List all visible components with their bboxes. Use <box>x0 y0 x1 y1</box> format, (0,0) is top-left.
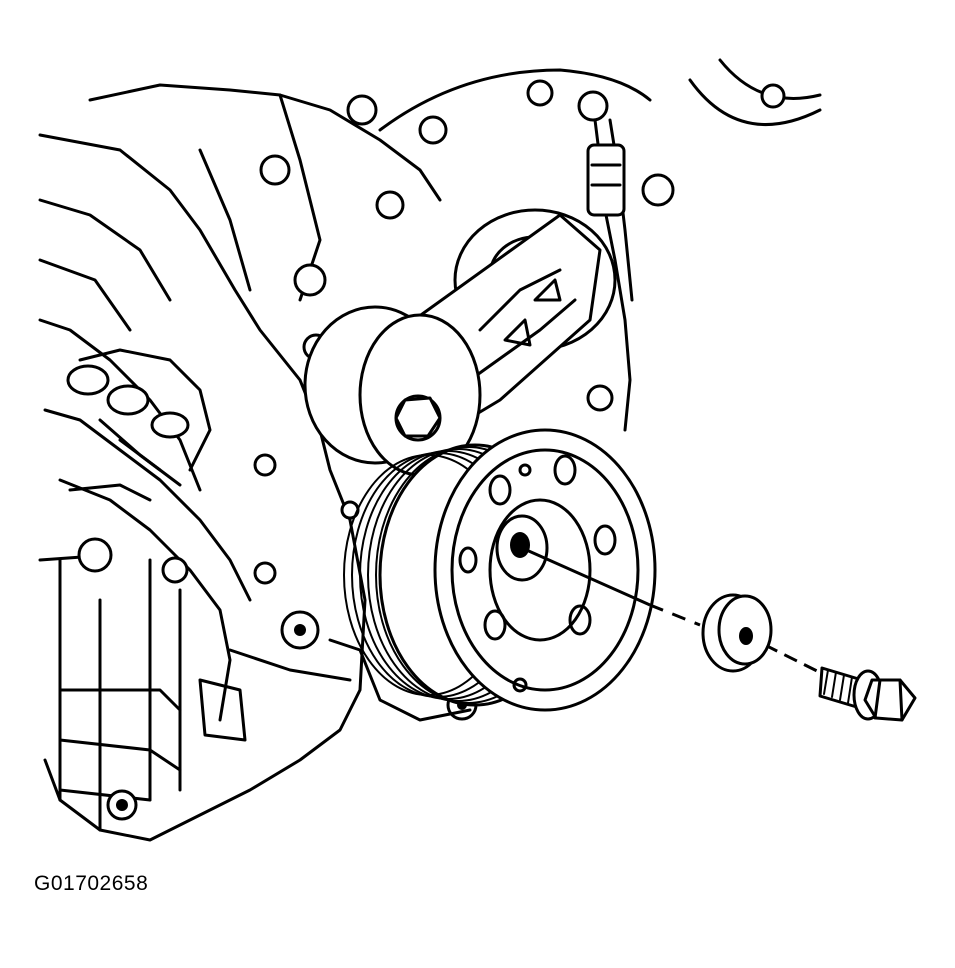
alignment-line <box>521 546 836 682</box>
figure-id-label: G01702658 <box>34 872 149 895</box>
balancer-washer <box>701 593 773 673</box>
idler-pulley <box>303 305 482 477</box>
balancer-bolt <box>818 666 917 722</box>
engine-block <box>38 133 478 842</box>
sensor-harness <box>586 118 634 432</box>
crankshaft-balancer <box>343 428 657 712</box>
